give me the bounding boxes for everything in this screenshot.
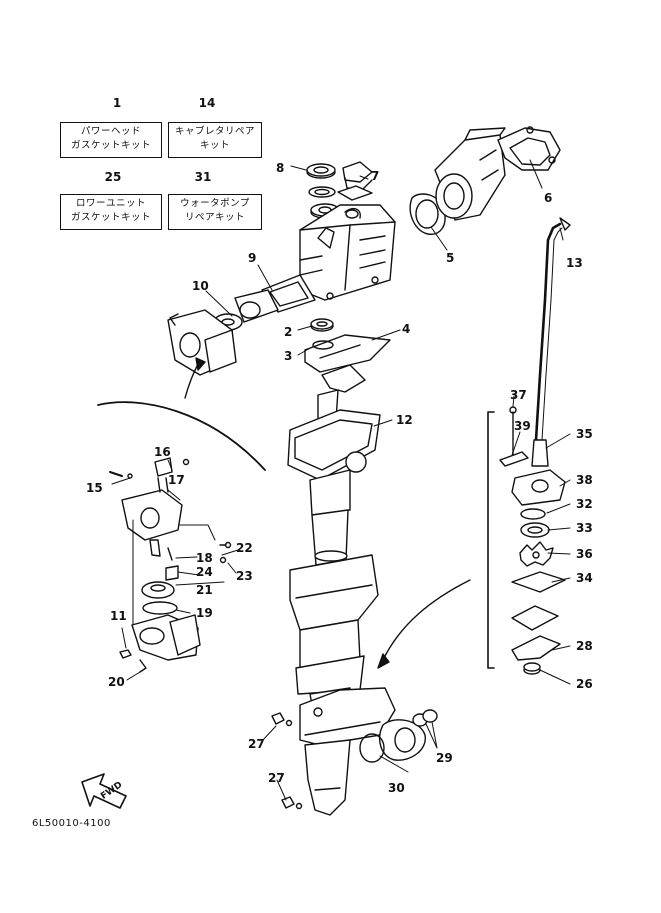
callout-21: 21 bbox=[196, 583, 213, 597]
callout-16: 16 bbox=[154, 445, 171, 459]
propeller-shaft-housing bbox=[359, 709, 438, 763]
kit-line: ガスケットキット bbox=[70, 212, 151, 223]
kit-box-water-pump-repair: ウォータポンプ リペアキット bbox=[168, 194, 262, 230]
callout-23: 23 bbox=[236, 569, 253, 583]
callout-28: 28 bbox=[576, 639, 593, 653]
diagram-code: 6L50010-4100 bbox=[32, 818, 111, 829]
callout-3: 3 bbox=[284, 349, 293, 363]
carb-detail-part bbox=[109, 457, 232, 673]
callout-19: 19 bbox=[196, 606, 213, 620]
callout-30: 30 bbox=[388, 781, 405, 795]
callout-13: 13 bbox=[566, 256, 583, 270]
callout-39: 39 bbox=[514, 419, 531, 433]
kit-line: ウォータポンプ bbox=[180, 198, 250, 209]
callout-15: 15 bbox=[86, 481, 103, 495]
lower-unit-case bbox=[299, 687, 396, 816]
callout-18: 18 bbox=[196, 551, 213, 565]
water-pump-part bbox=[499, 406, 566, 675]
callout-35: 35 bbox=[576, 427, 593, 441]
callout-22: 22 bbox=[236, 541, 253, 555]
callout-17: 17 bbox=[168, 473, 185, 487]
kit-line: キット bbox=[199, 140, 230, 151]
bolt-part bbox=[271, 712, 303, 810]
callout-4: 4 bbox=[402, 322, 411, 336]
kit-line: キャブレタリペア bbox=[174, 126, 255, 137]
callout-38: 38 bbox=[576, 473, 593, 487]
leader-lines bbox=[111, 159, 571, 801]
kit-number-14: 14 bbox=[198, 96, 216, 110]
callout-32: 32 bbox=[576, 497, 593, 511]
kit-box-lower-unit-gasket: ロワーユニット ガスケットキット bbox=[60, 194, 162, 230]
fwd-arrow-icon bbox=[81, 773, 127, 809]
kit-line: リペアキット bbox=[184, 212, 245, 223]
callout-8: 8 bbox=[276, 161, 285, 175]
kit-line: ロワーユニット bbox=[75, 198, 146, 209]
callout-7: 7 bbox=[371, 169, 380, 183]
kit-box-carburetor-repair: キャブレタリペア キット bbox=[168, 122, 262, 158]
water-pump-pointer bbox=[382, 579, 471, 661]
callout-27-lower: 27 bbox=[268, 771, 285, 785]
callout-12: 12 bbox=[396, 413, 413, 427]
callout-2: 2 bbox=[284, 325, 293, 339]
carb-detail-bracket bbox=[97, 401, 266, 471]
callout-6: 6 bbox=[544, 191, 553, 205]
callout-10: 10 bbox=[192, 279, 209, 293]
drive-shaft-housing bbox=[287, 364, 381, 717]
callout-20: 20 bbox=[108, 675, 125, 689]
water-tube-part bbox=[534, 217, 571, 442]
kit-line: ガスケットキット bbox=[70, 140, 151, 151]
lower-seal-part bbox=[304, 318, 391, 373]
kit-number-31: 31 bbox=[194, 170, 212, 184]
kit-number-1: 1 bbox=[112, 96, 122, 110]
callout-29: 29 bbox=[436, 751, 453, 765]
kit-box-power-head-gasket: パワーヘッド ガスケットキット bbox=[60, 122, 162, 158]
kit-line: パワーヘッド bbox=[80, 126, 141, 137]
callout-34: 34 bbox=[576, 571, 593, 585]
carburetor-part bbox=[167, 289, 279, 376]
exhaust-cover-part bbox=[497, 126, 561, 171]
callout-9: 9 bbox=[248, 251, 257, 265]
callout-5: 5 bbox=[446, 251, 455, 265]
callout-27-upper: 27 bbox=[248, 737, 265, 751]
callout-24: 24 bbox=[196, 565, 213, 579]
kit-number-25: 25 bbox=[104, 170, 122, 184]
water-pump-group-bracket bbox=[487, 411, 495, 669]
power-head-block bbox=[299, 204, 396, 301]
callout-11: 11 bbox=[110, 609, 127, 623]
callout-26: 26 bbox=[576, 677, 593, 691]
callout-33: 33 bbox=[576, 521, 593, 535]
callout-36: 36 bbox=[576, 547, 593, 561]
cylinder-head-part bbox=[409, 127, 506, 235]
callout-37: 37 bbox=[510, 388, 527, 402]
cap-part bbox=[337, 161, 373, 201]
